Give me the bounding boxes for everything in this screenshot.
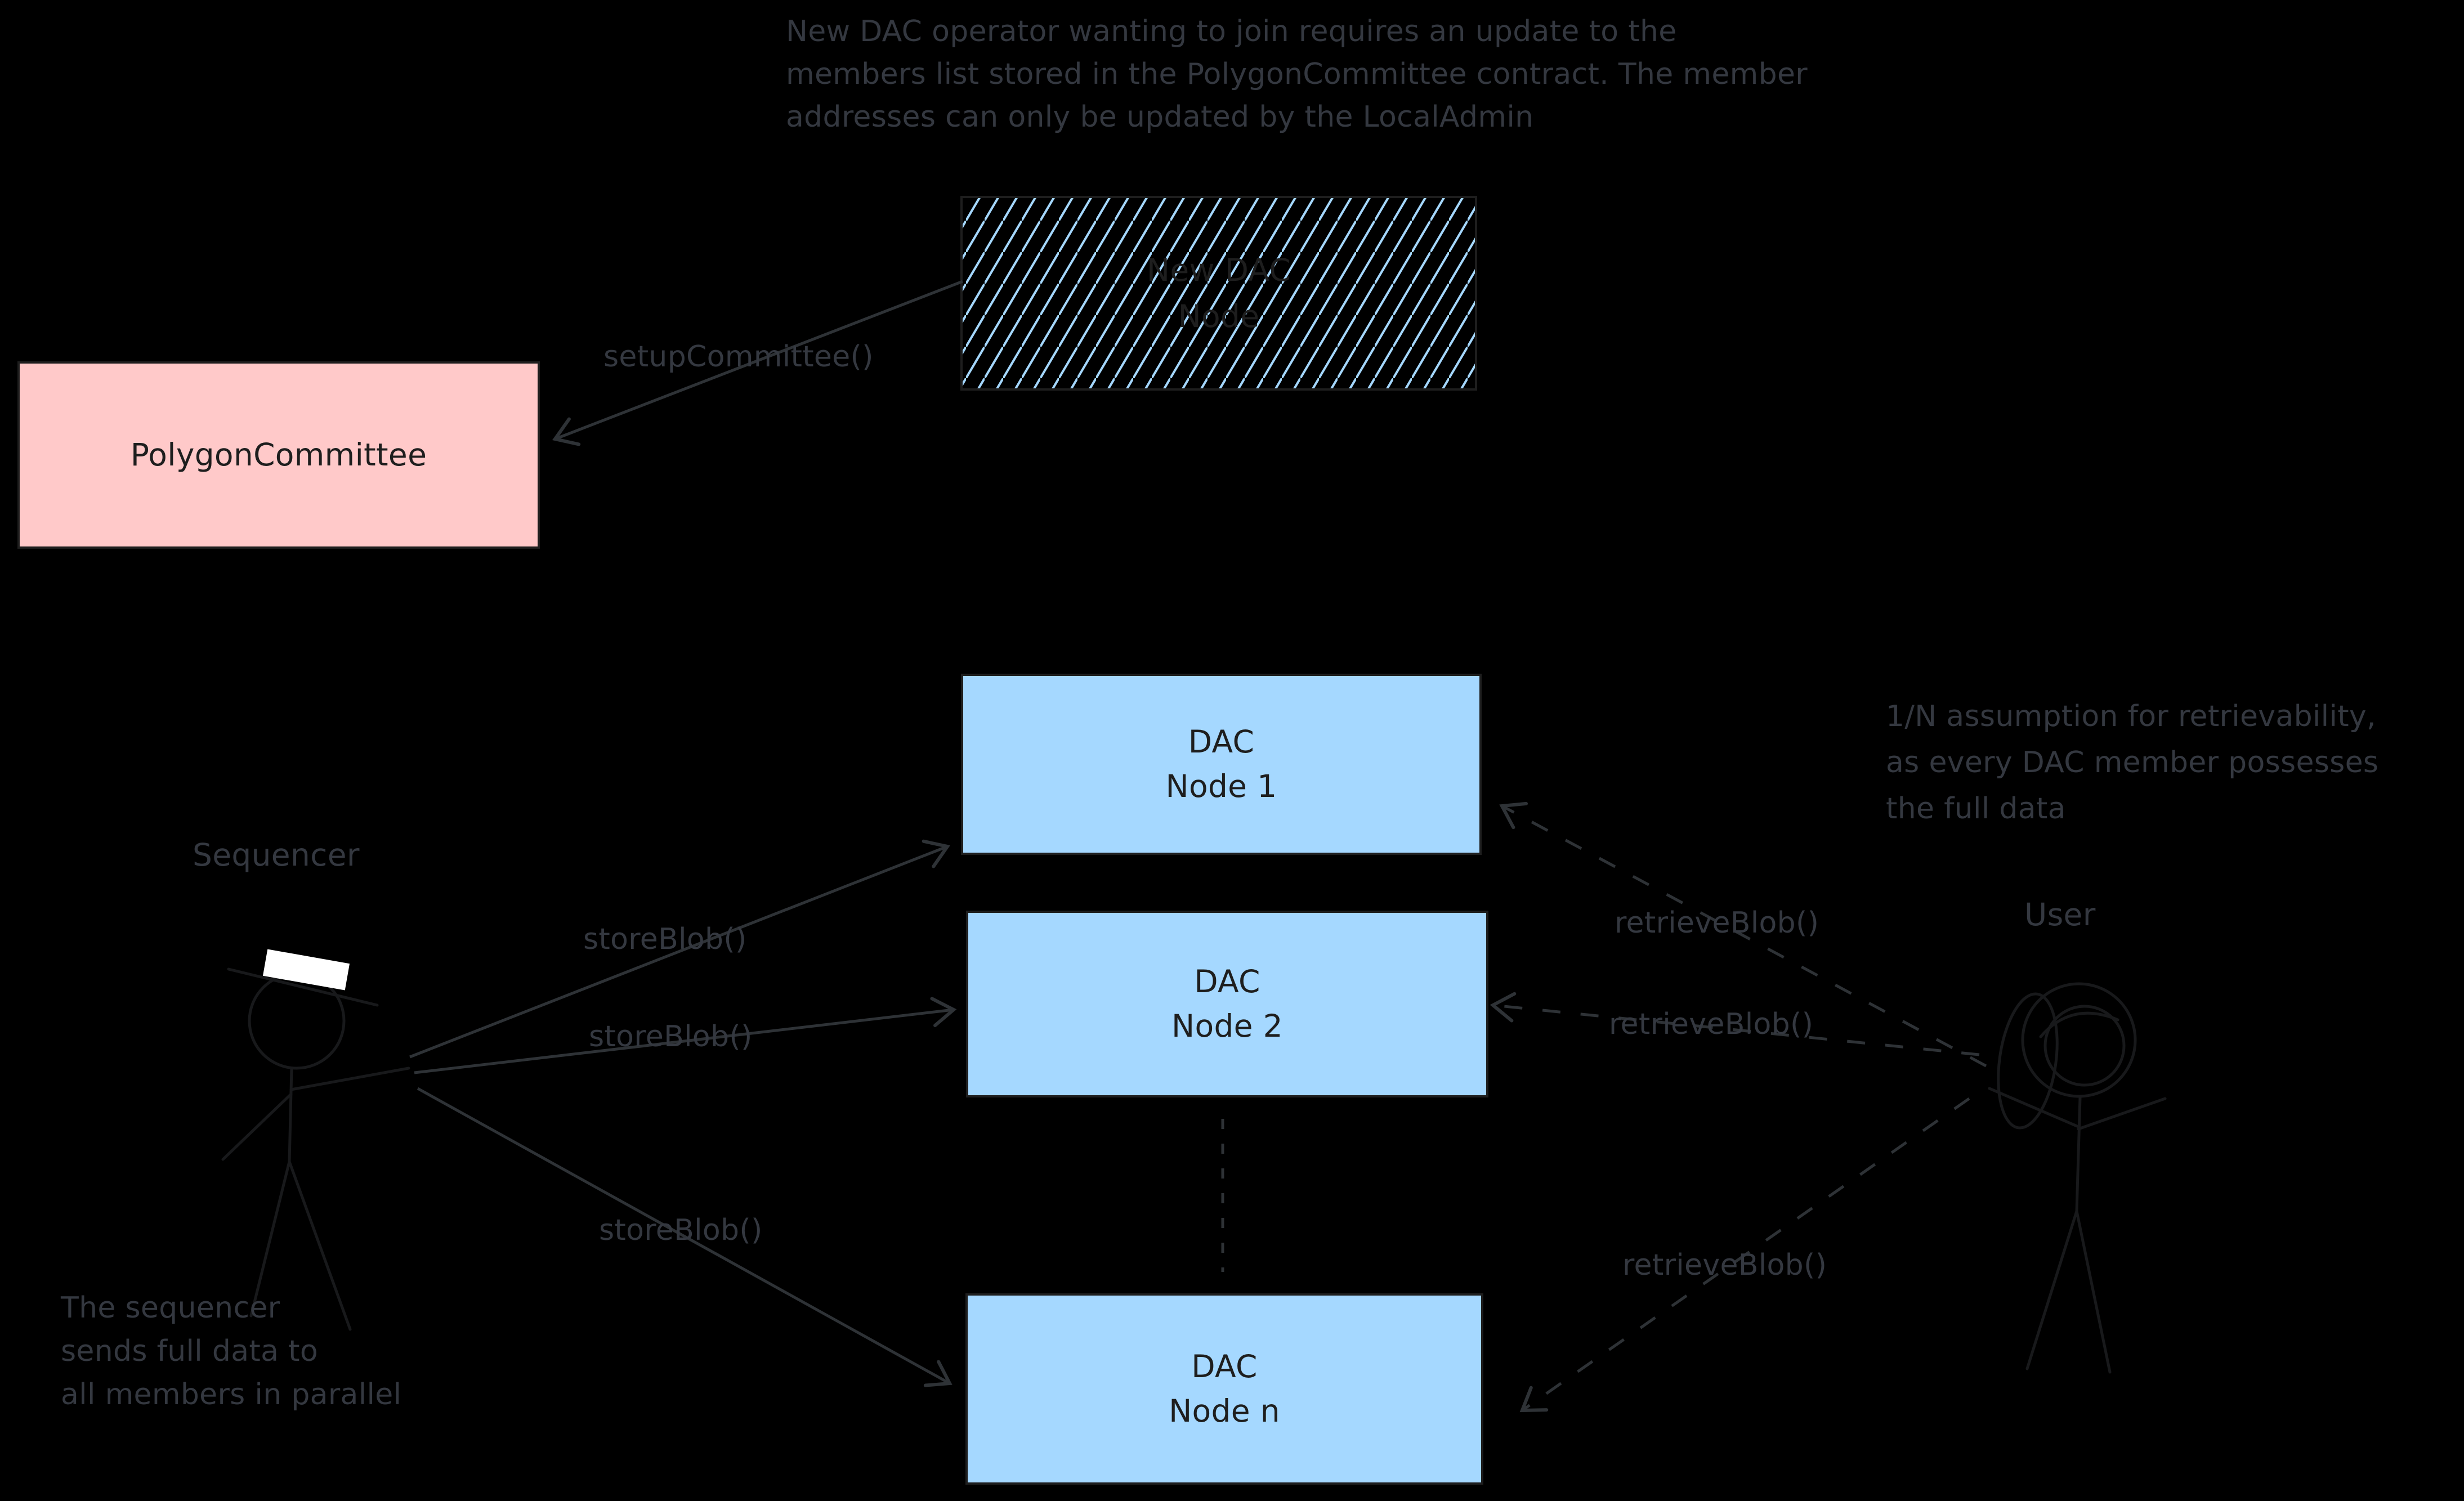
retrieve-blob-label-3: retrieveBlob() <box>1622 1248 1827 1282</box>
new-dac-node-box <box>960 196 1477 391</box>
user-leg-right <box>2075 1209 2112 1374</box>
new-dac-node-label-line1: New DAC <box>1146 252 1291 288</box>
sequencer-annotation: The sequencer sends full data to all mem… <box>61 1287 401 1417</box>
setup-committee-label: setupCommittee() <box>603 340 874 374</box>
dac-node-1-box: DAC Node 1 <box>961 674 1482 855</box>
polygon-committee-box: PolygonCommittee <box>17 361 540 549</box>
retrievability-annotation-line: 1/N assumption for retrievability, <box>1886 700 2376 733</box>
store-blob-label-2: storeBlob() <box>589 1020 753 1054</box>
dac-node-2-label-line1: DAC <box>1194 964 1260 1000</box>
top-annotation: New DAC operator wanting to join require… <box>786 10 1808 138</box>
dac-node-1-label-line2: Node 1 <box>1165 768 1277 804</box>
sequencer-figure <box>221 949 410 1331</box>
dac-node-n-label-line1: DAC <box>1191 1348 1258 1384</box>
sequencer-hat-brim <box>227 967 379 1007</box>
top-annotation-line: addresses can only be updated by the Loc… <box>786 100 1534 134</box>
sequencer-body <box>288 1067 293 1163</box>
user-label: User <box>2024 897 2096 933</box>
sequencer-annotation-line: The sequencer <box>61 1291 280 1325</box>
retrievability-annotation-line: the full data <box>1886 792 2066 826</box>
dac-node-2-box: DAC Node 2 <box>966 911 1488 1097</box>
user-leg-left <box>2025 1209 2078 1370</box>
dac-node-n-box: DAC Node n <box>965 1293 1483 1485</box>
dac-node-n-label-line2: Node n <box>1169 1393 1280 1429</box>
sequencer-annotation-line: all members in parallel <box>61 1378 402 1412</box>
user-arm-left <box>1988 1087 2080 1128</box>
dac-node-1-label-line1: DAC <box>1188 724 1255 760</box>
top-annotation-line: New DAC operator wanting to join require… <box>786 15 1677 48</box>
polygon-committee-label: PolygonCommittee <box>130 437 427 473</box>
user-head <box>2043 1005 2126 1087</box>
retrieve-blob-label-2: retrieveBlob() <box>1609 1007 1814 1041</box>
top-annotation-line: members list stored in the PolygonCommit… <box>786 57 1808 91</box>
store-blob-label-1: storeBlob() <box>583 922 747 956</box>
user-figure <box>1988 982 2167 1374</box>
user-arm-right <box>2077 1097 2167 1131</box>
sequencer-head <box>248 972 346 1070</box>
user-hair-fringe <box>2039 1011 2119 1038</box>
sequencer-hat-icon <box>262 949 350 991</box>
sequencer-arm-right <box>289 1067 410 1091</box>
user-hair-left <box>1997 992 2059 1130</box>
dac-node-2-label-line2: Node 2 <box>1171 1008 1283 1044</box>
sequencer-label: Sequencer <box>193 837 360 873</box>
new-dac-node-label-line2: Node <box>1178 298 1260 334</box>
sequencer-annotation-line: sends full data to <box>61 1334 318 1368</box>
retrieve-blob-label-1: retrieveBlob() <box>1615 906 1819 940</box>
user-hair-outer <box>2021 982 2137 1098</box>
store-blob-label-3: storeBlob() <box>599 1213 763 1247</box>
retrievability-annotation: 1/N assumption for retrievability, as ev… <box>1886 693 2378 832</box>
retrievability-annotation-line: as every DAC member possesses <box>1886 746 2379 779</box>
new-dac-node-label: New DAC Node <box>962 197 1476 389</box>
sequencer-arm-left <box>221 1092 293 1161</box>
user-body <box>2075 1096 2082 1213</box>
